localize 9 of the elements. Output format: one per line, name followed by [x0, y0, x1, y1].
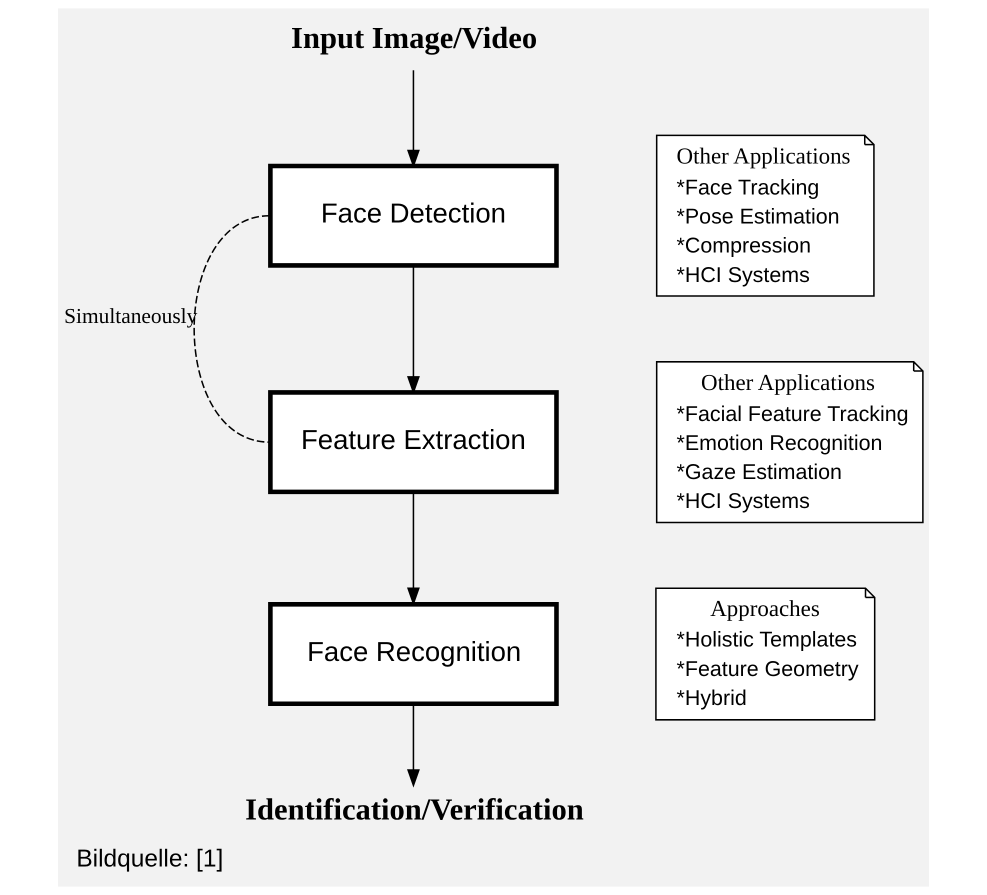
node-box: Feature Extraction [268, 390, 559, 494]
node-box: Face Recognition [268, 602, 559, 706]
connector [194, 214, 270, 443]
node-box: Face Detection [268, 164, 559, 268]
node-text: Identification/Verification [245, 792, 584, 826]
caption: Bildquelle: [1] [76, 845, 224, 872]
node-text: Input Image/Video [291, 21, 538, 56]
arrow [407, 704, 420, 788]
edge-label: Simultaneously [64, 304, 198, 328]
